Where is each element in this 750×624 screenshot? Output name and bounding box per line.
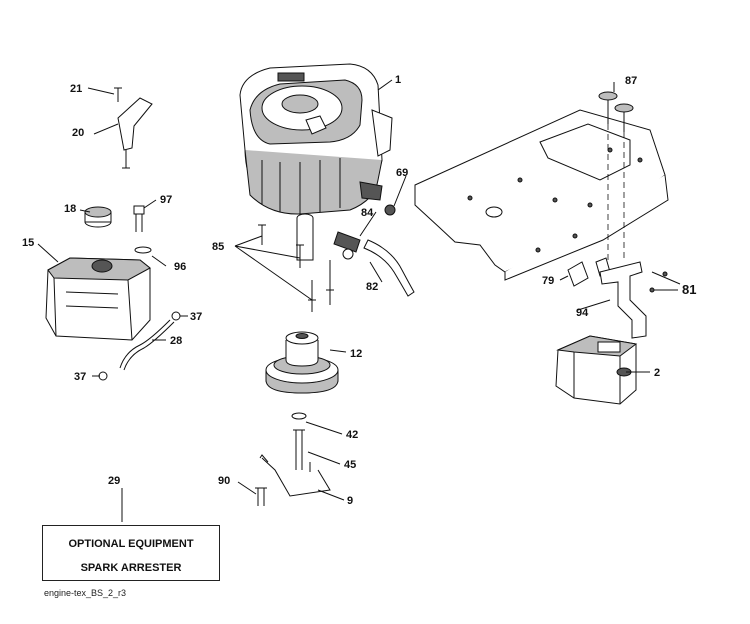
clamp-lower (98, 371, 108, 381)
callout-engine: 1 (395, 74, 401, 86)
callout-bolt-90: 90 (218, 475, 230, 487)
exhaust-pipe (599, 261, 647, 339)
callout-bracket-9: 9 (347, 495, 353, 507)
hose-81 (363, 239, 415, 297)
leader-lines (37, 79, 650, 522)
bolt-79 (649, 271, 681, 293)
callout-fuel-cap: 18 (64, 203, 76, 215)
frame-plate (414, 109, 669, 281)
clamp-upper (171, 311, 181, 321)
bolt-90 (255, 487, 267, 506)
fuel-tank (45, 257, 151, 341)
callout-bolt-97: 97 (160, 194, 172, 206)
callout-bolt-85: 85 (212, 241, 224, 253)
pulley (265, 331, 339, 394)
callout-throttle-bracket: 20 (72, 127, 84, 139)
callout-fuel-hose: 28 (170, 335, 182, 347)
callout-gasket-69: 69 (396, 167, 408, 179)
callout-screw-21: 21 (70, 83, 82, 95)
callout-pulley: 12 (350, 348, 362, 360)
nut-45 (384, 204, 396, 216)
callout-nut-45: 45 (344, 459, 356, 471)
optional-equipment-title: OPTIONAL EQUIPMENT (68, 538, 194, 550)
callout-washer-42: 42 (346, 429, 358, 441)
bolt-97 (133, 205, 145, 232)
callout-washer-96: 96 (174, 261, 186, 273)
callout-screws-84: 84 (361, 207, 374, 219)
connector-82 (333, 231, 361, 260)
diagram-caption: engine-tex_BS_2_r3 (44, 588, 127, 598)
fuel-cap (84, 206, 112, 228)
throttle-bracket (117, 97, 153, 169)
washer-42 (291, 412, 307, 420)
knobs-87 (598, 91, 634, 132)
callout-knobs-87: 87 (625, 75, 637, 87)
callout-labels: 1 2 9 12 15 18 20 21 28 29 37 37 42 45 6… (22, 74, 696, 507)
fuel-hose (119, 319, 175, 371)
callout-clamp-lower: 37 (74, 371, 86, 383)
bolt-85 (293, 429, 305, 470)
callout-connector-82: 82 (366, 281, 378, 293)
spark-arrester-label: SPARK ARRESTER (80, 562, 182, 574)
muffler (555, 335, 638, 405)
screws-84 (234, 224, 334, 312)
screw-21 (114, 87, 122, 102)
callout-spark-arrester: 29 (108, 475, 120, 487)
callout-muffler: 2 (654, 367, 660, 379)
callout-bolt-79: 79 (542, 275, 554, 287)
crankshaft (296, 213, 314, 261)
callout-hose-81: 81 (682, 282, 696, 297)
callout-exhaust-pipe: 94 (576, 307, 589, 319)
washer-96 (134, 246, 152, 254)
callout-fuel-tank: 15 (22, 237, 34, 249)
callout-clamp-upper: 37 (190, 311, 202, 323)
knob-guide (607, 124, 625, 262)
bracket-9 (259, 454, 331, 497)
engine (239, 63, 393, 215)
optional-equipment-box: OPTIONAL EQUIPMENT SPARK ARRESTER (42, 525, 220, 581)
